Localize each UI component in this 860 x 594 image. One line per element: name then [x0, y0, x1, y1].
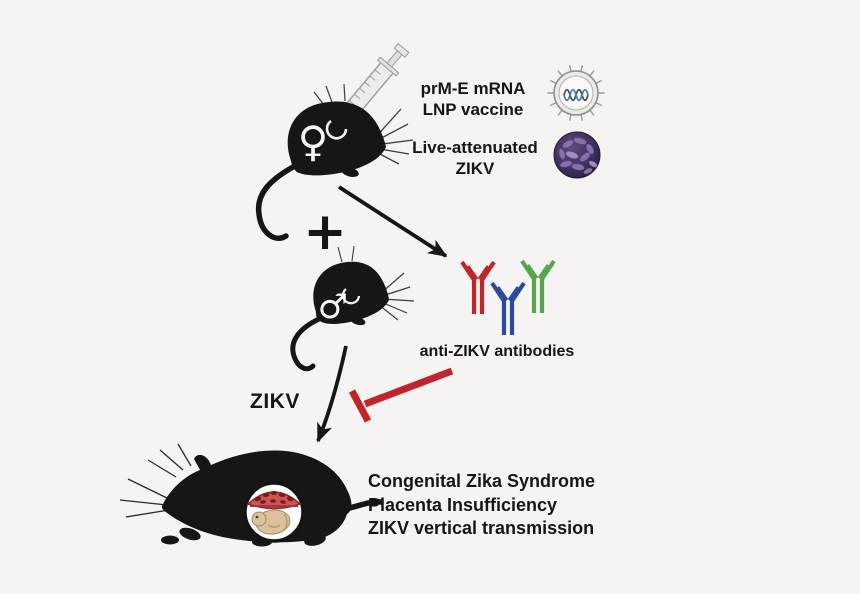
fetus-icon	[251, 509, 291, 535]
lnp-particle-icon	[547, 65, 605, 121]
female-mouse-whiskers	[371, 108, 414, 165]
female-mouse-tail	[255, 164, 296, 241]
antibody-green-icon	[520, 259, 556, 313]
male-mouse-ear	[341, 288, 361, 305]
mrna-strand-blue	[563, 88, 589, 102]
male-mouse-body	[313, 261, 389, 324]
lnp-spikes	[547, 65, 605, 121]
female-mouse-ear	[325, 119, 348, 140]
outcomes-label: Congenital Zika Syndrome Placenta Insuff…	[368, 470, 595, 541]
outcome-line1: Congenital Zika Syndrome	[368, 471, 596, 491]
zikv-challenge-arrow-icon	[316, 345, 348, 443]
live-attenuated-label-line1: Live-attenuated	[412, 138, 538, 157]
placenta-icon	[246, 491, 302, 517]
live-attenuated-label-line2: ZIKV	[455, 159, 495, 178]
vaccine-label: prM-E mRNA LNP vaccine	[373, 78, 573, 120]
vaccination-to-antibodies-arrow-icon	[337, 185, 448, 258]
fetus-eye	[255, 515, 259, 519]
male-mouse-tail	[290, 316, 322, 372]
virion-capsomers	[558, 137, 598, 175]
female-mouse-icon: ♀	[255, 83, 414, 241]
female-symbol: ♀	[298, 117, 329, 166]
outcome-line2: Placenta Insufficiency	[368, 494, 558, 515]
antibody-blue-icon	[490, 281, 526, 335]
inhibition-bar-icon	[348, 367, 454, 423]
pregnant-mouse-whiskers	[119, 443, 192, 518]
antibody-red-icon	[460, 260, 496, 314]
outcome-line3: ZIKV vertical transmission	[368, 518, 595, 538]
plus-sign: +	[303, 202, 347, 262]
male-symbol: ♂	[318, 287, 348, 327]
male-mouse-icon: ♂	[290, 245, 415, 372]
male-mouse-whiskers	[378, 272, 415, 321]
live-attenuated-label: Live-attenuated ZIKV	[375, 137, 575, 179]
syringe-icon	[317, 42, 410, 151]
vaccine-label-line1: prM-E mRNA	[420, 79, 526, 98]
vaccine-label-line2: LNP vaccine	[422, 100, 524, 119]
zikv-virion-icon	[553, 131, 601, 179]
pregnant-mouse-icon	[119, 443, 384, 547]
zikv-challenge-label: ZIKV	[250, 390, 300, 413]
antibodies-caption: anti-ZIKV antibodies	[419, 343, 575, 360]
